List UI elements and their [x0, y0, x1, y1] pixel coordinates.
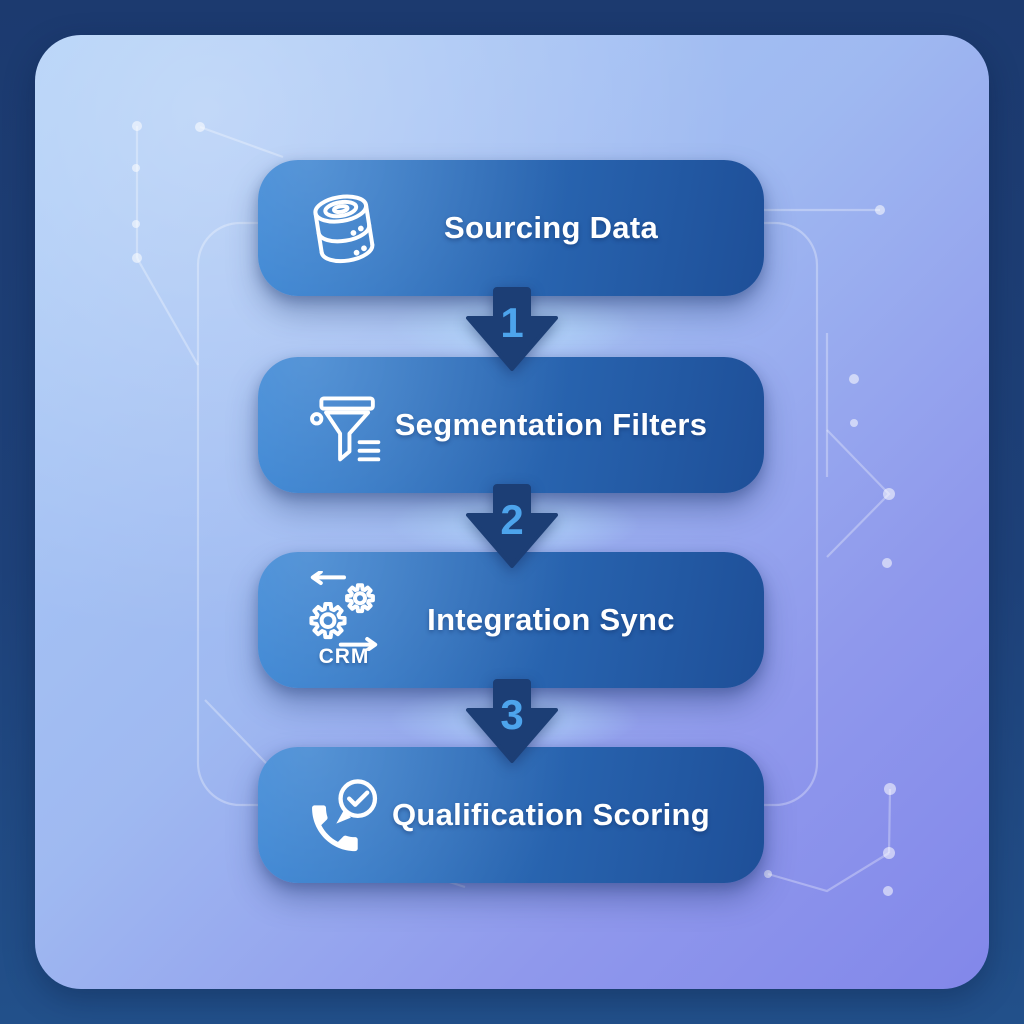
crm-caption: CRM [318, 645, 370, 668]
connector-arrow-2: 2 [462, 484, 562, 570]
step-label: Integration Sync [427, 602, 675, 637]
step-label: Segmentation Filters [394, 407, 708, 442]
connector-arrow-1: 1 [462, 287, 562, 373]
connector-arrow-3: 3 [462, 679, 562, 765]
database-icon [298, 172, 390, 284]
connector-number: 2 [500, 496, 523, 543]
step-card-qualification-scoring: Qualification Scoring [258, 747, 764, 883]
phone-check-icon [298, 759, 390, 871]
step-label: Sourcing Data [443, 210, 659, 245]
step-card-integration-sync: CRM Integration Sync [258, 552, 764, 688]
gears-sync-icon: CRM [298, 564, 390, 676]
step-card-segmentation-filters: Segmentation Filters [258, 357, 764, 493]
connector-number: 1 [500, 299, 523, 346]
funnel-icon [298, 369, 390, 481]
connector-number: 3 [500, 691, 523, 738]
step-label: Qualification Scoring [391, 797, 711, 832]
step-card-sourcing-data: Sourcing Data [258, 160, 764, 296]
